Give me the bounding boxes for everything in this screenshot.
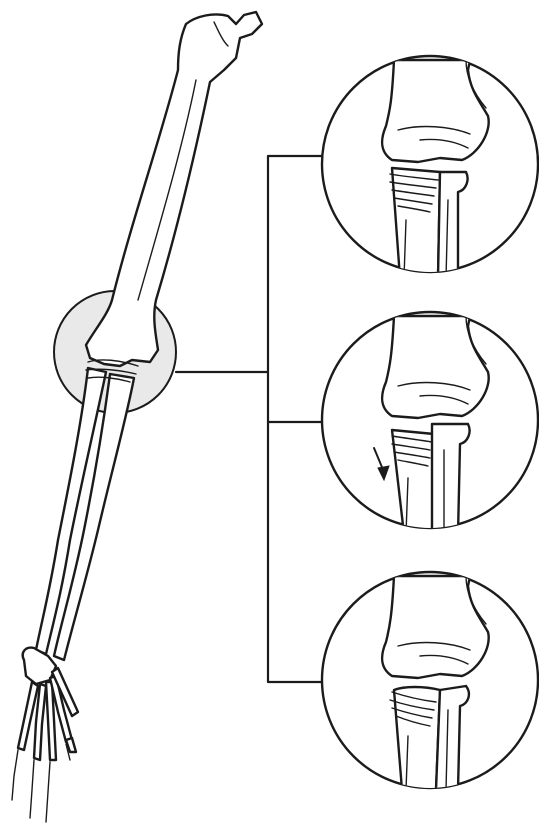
humerus-bone xyxy=(86,12,262,366)
callout-bracket xyxy=(176,156,322,682)
detail-panel-bottom xyxy=(322,572,538,790)
hand-bones xyxy=(12,648,78,822)
detail-panel-middle xyxy=(322,312,538,534)
detail-panel-top xyxy=(322,56,538,278)
full-arm-skeleton xyxy=(12,12,262,822)
